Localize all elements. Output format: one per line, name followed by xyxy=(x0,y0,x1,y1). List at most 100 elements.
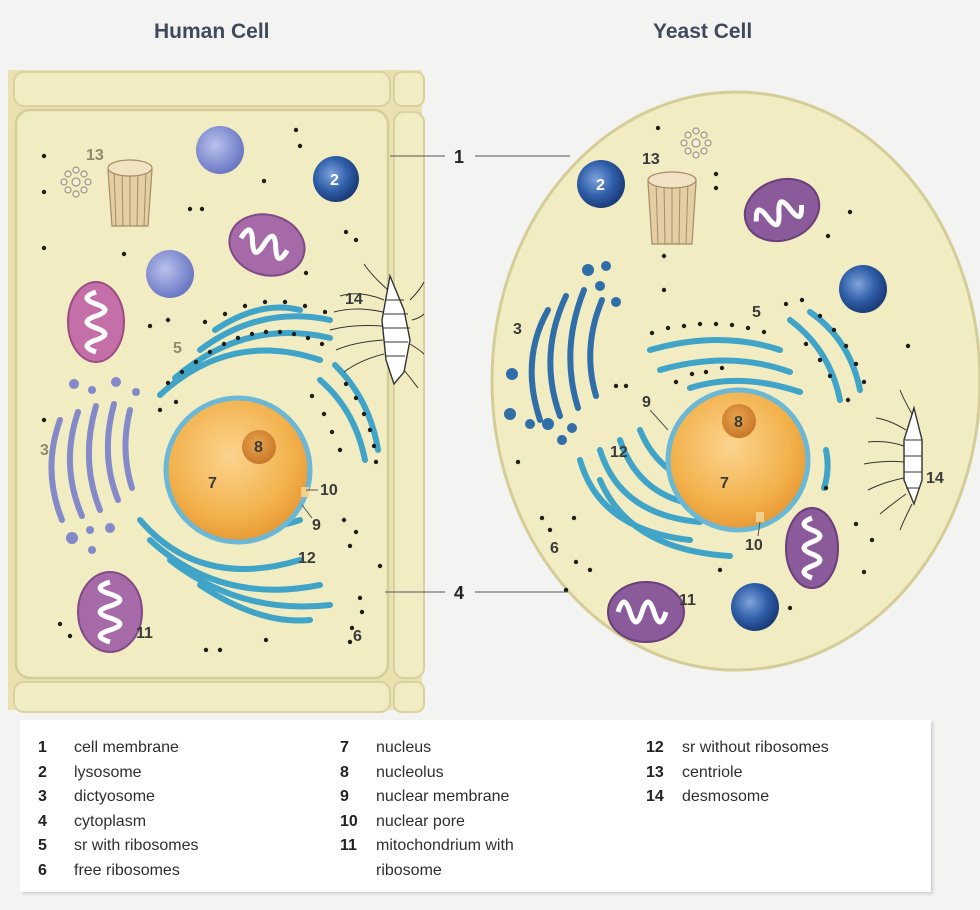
neighbor-cell-right xyxy=(393,111,425,679)
callout-7: 7 xyxy=(720,475,729,492)
legend-item: 10 nuclear pore xyxy=(340,810,546,835)
legend-item: 1 cell membrane xyxy=(38,736,244,761)
legend-label: free ribosomes xyxy=(74,861,180,879)
legend-item: 2 lysosome xyxy=(38,761,244,786)
nucleus-human xyxy=(163,395,313,545)
lysosome-human xyxy=(146,250,194,298)
legend-number: 11 xyxy=(340,837,357,855)
yeast-cell-group xyxy=(490,90,980,672)
legend-label: nucleolus xyxy=(376,763,444,781)
callout-13: 13 xyxy=(86,147,104,164)
mitochondrion-human xyxy=(228,213,306,277)
lysosome-human xyxy=(196,126,244,174)
legend-number: 3 xyxy=(38,788,47,806)
callout-11: 11 xyxy=(136,625,153,642)
desmosome-human xyxy=(329,263,425,389)
mitochondrion-yeast-labeled xyxy=(607,581,685,643)
legend-number: 4 xyxy=(38,812,47,830)
legend-item: 6 free ribosomes xyxy=(38,859,244,884)
centriole-yeast xyxy=(680,127,712,159)
dictyosome-human xyxy=(48,401,135,523)
lysosome-yeast-labeled xyxy=(577,160,625,208)
er-ribosomes-human xyxy=(157,299,379,465)
lysosome-human-labeled xyxy=(313,156,359,202)
dictyosome-yeast xyxy=(528,287,605,423)
legend-number: 8 xyxy=(340,763,349,781)
legend-label: mitochondrium with ribosome xyxy=(376,837,514,879)
legend-item: 4 cytoplasm xyxy=(38,810,244,835)
callout-3: 3 xyxy=(40,442,49,459)
lysosome-yeast xyxy=(731,583,779,631)
legend-label: cytoplasm xyxy=(74,812,147,830)
leader-lines xyxy=(301,155,761,593)
legend-label: centriole xyxy=(682,763,743,781)
neighbor-cell-top xyxy=(13,71,391,107)
dictyosome-vesicles-human xyxy=(66,377,140,554)
nucleus-yeast xyxy=(665,387,811,533)
legend-number: 1 xyxy=(38,739,47,756)
legend-label: cell membrane xyxy=(74,739,179,756)
legend-label: sr with ribosomes xyxy=(74,837,199,855)
legend-column-1: 1 cell membrane 2 lysosome 3 dictyosome 4 cy… xyxy=(38,736,244,884)
callout-7: 7 xyxy=(208,475,217,492)
neighbor-cell-bottom xyxy=(13,681,391,713)
callout-8: 8 xyxy=(734,414,743,431)
legend-number: 7 xyxy=(340,739,349,756)
human-cell-group xyxy=(8,70,425,713)
callout-9: 9 xyxy=(312,517,321,534)
legend-number: 2 xyxy=(38,763,47,781)
legend-item: 3 dictyosome xyxy=(38,785,244,810)
centriole-human xyxy=(60,166,92,198)
mitochondrion-human-labeled xyxy=(77,571,143,653)
free-ribosomes-human xyxy=(41,127,383,653)
free-ribosomes-yeast xyxy=(515,125,911,611)
callout-6: 6 xyxy=(550,540,559,557)
nucleolus-yeast xyxy=(722,404,756,438)
callout-8: 8 xyxy=(254,439,263,456)
neighbor-cell-corner-bottom xyxy=(393,681,425,713)
callout-12: 12 xyxy=(298,550,316,567)
legend-item: 7 nucleus xyxy=(340,736,546,761)
nuclear-pore-yeast xyxy=(756,512,764,522)
callout-14: 14 xyxy=(345,291,363,308)
callout-2: 2 xyxy=(330,172,339,189)
callout-9: 9 xyxy=(642,394,651,411)
legend-number: 9 xyxy=(340,788,349,806)
legend-label: lysosome xyxy=(74,763,142,781)
callout-11: 11 xyxy=(679,592,696,609)
endoplasmic-reticulum-yeast xyxy=(577,309,863,559)
legend-label: nuclear pore xyxy=(376,812,465,830)
callout-2: 2 xyxy=(596,177,605,194)
callout-6: 6 xyxy=(353,628,362,645)
legend-number: 10 xyxy=(340,812,358,830)
neighbor-cell-corner xyxy=(393,71,425,107)
nuclear-pore-human xyxy=(301,487,309,497)
legend-number: 6 xyxy=(38,861,47,879)
desmosome-yeast xyxy=(863,389,923,531)
centriole-barrel-human xyxy=(107,159,153,227)
callout-12: 12 xyxy=(610,444,628,461)
legend-number: 5 xyxy=(38,837,47,855)
callout-labels: 13 2 14 5 3 8 7 10 9 12 11 6 2 13 3 5 9 … xyxy=(40,147,944,645)
legend-panel: 1 cell membrane 2 lysosome 3 dictyosome 4 cy… xyxy=(20,720,931,892)
callout-5: 5 xyxy=(752,304,761,321)
mitochondrion-yeast xyxy=(743,177,821,243)
legend-item: 8 nucleolus xyxy=(340,761,546,786)
cell-diagram: 13 2 14 5 3 8 7 10 9 12 11 6 2 13 3 5 9 … xyxy=(8,70,980,713)
centriole-barrel-yeast xyxy=(647,171,697,245)
legend-number: 12 xyxy=(646,739,664,756)
legend-item: 11 mitochondrium with ribosome xyxy=(340,834,546,883)
nucleolus-human xyxy=(242,430,276,464)
legend-label: nucleus xyxy=(376,739,432,756)
callout-4: 4 xyxy=(454,583,464,603)
legend-label: dictyosome xyxy=(74,788,155,806)
legend-label: desmosome xyxy=(682,788,770,806)
human-cell-title: Human Cell xyxy=(154,20,270,43)
callout-3: 3 xyxy=(513,321,522,338)
callout-1: 1 xyxy=(454,147,464,167)
